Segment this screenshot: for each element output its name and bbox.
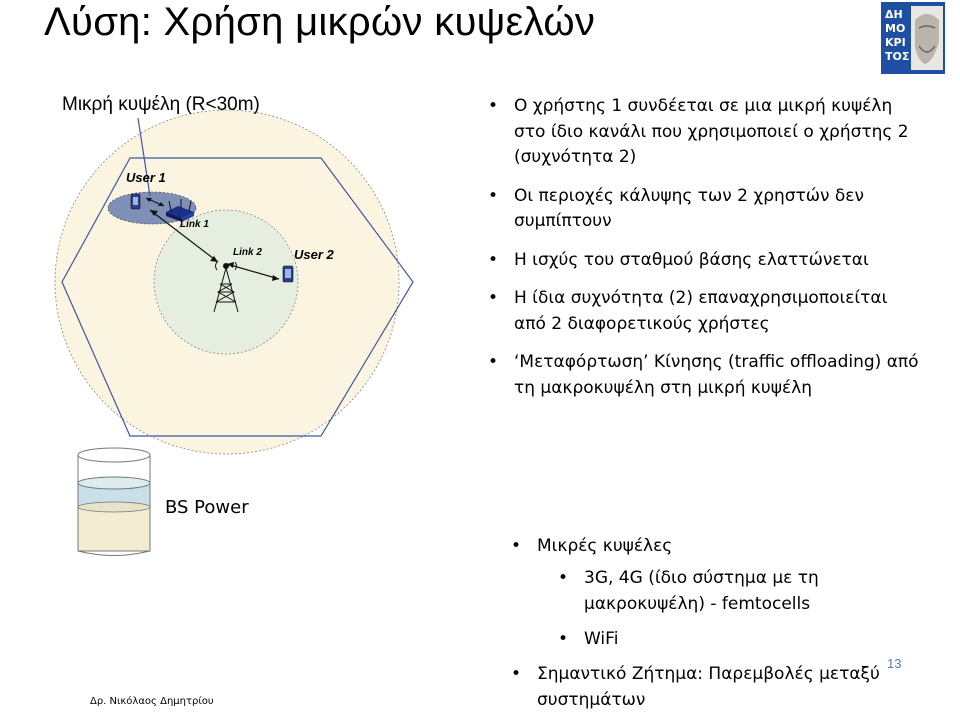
user1-phone-icon: [130, 193, 141, 210]
author-footer: Δρ. Νικόλαος Δημητρίου: [90, 696, 214, 707]
university-logo-icon: ΔΗ ΜΟ ΚΡΙ ΤΟΣ: [881, 2, 945, 74]
macro-cell-hexagon: [61, 157, 414, 437]
user2-phone-icon: [282, 265, 294, 283]
small-cell-diagram: [54, 109, 414, 556]
svg-text:ΤΟΣ: ΤΟΣ: [885, 50, 909, 63]
page-number: 13: [887, 656, 902, 671]
sub-bullet-item: •WiFi: [558, 627, 924, 653]
bullet-dot-icon: •: [488, 96, 499, 116]
femtocell-router-icon: [166, 199, 194, 222]
link2-arrow: [226, 263, 280, 280]
bullet-item: •‘Μεταφόρτωση’ Κίνησης (traffic offloadi…: [488, 352, 919, 398]
small-cell-types-list: •3G, 4G (ίδιο σύστημα με τη μακροκυψέλη)…: [558, 566, 924, 663]
sub-bullet-item: •3G, 4G (ίδιο σύστημα με τη μακροκυψέλη)…: [558, 568, 819, 614]
bullet-item: •Οι περιοχές κάλυψης των 2 χρηστών δεν σ…: [488, 185, 864, 232]
svg-text:ΚΡΙ: ΚΡΙ: [885, 36, 906, 49]
small-cell-caption: Μικρή κυψέλη (R<30m): [62, 94, 260, 115]
base-station-tower-icon: [213, 261, 239, 313]
bullet-dot-icon: •: [511, 664, 522, 684]
caption-pointer-line: [137, 117, 151, 197]
main-bullet-list: •Ο χρήστης 1 συνδέεται σε μια μικρή κυψέ…: [488, 94, 924, 414]
user2-label: User 2: [294, 247, 334, 262]
bullet-dot-icon: •: [488, 288, 499, 308]
bullet-item: •Η ίδια συχνότητα (2) επαναχρησιμοποιείτ…: [488, 288, 888, 334]
bullet-item: •Η ισχύς του σταθμού βάσης ελαττώνεται: [488, 248, 924, 274]
issue-list: •Σημαντικό Ζήτημα: Παρεμβολές μεταξύ συσ…: [511, 662, 937, 713]
slide-title: Λύση: Χρήση μικρών κυψελών: [44, 0, 596, 44]
svg-text:ΜΟ: ΜΟ: [885, 22, 905, 35]
bullet-dot-icon: •: [558, 568, 569, 588]
link1-label: Link 1: [180, 219, 209, 230]
bullet-item: •Ο χρήστης 1 συνδέεται σε μια μικρή κυψέ…: [488, 96, 909, 167]
bullet-item: •Σημαντικό Ζήτημα: Παρεμβολές μεταξύ συσ…: [511, 664, 880, 710]
bs-power-battery-icon: [77, 447, 151, 556]
base-station-coverage: [153, 209, 299, 355]
bullet-dot-icon: •: [488, 352, 499, 372]
svg-text:ΔΗ: ΔΗ: [885, 8, 903, 21]
bullet-dot-icon: •: [488, 185, 499, 206]
link1-arrow: [149, 209, 219, 263]
bullet-dot-icon: •: [488, 249, 499, 270]
bs-power-label: BS Power: [165, 497, 249, 518]
small-cells-list: •Μικρές κυψέλες: [511, 534, 937, 560]
link2-label: Link 2: [233, 247, 262, 258]
bullet-dot-icon: •: [511, 536, 522, 556]
bullet-dot-icon: •: [558, 629, 569, 649]
bullet-item: •Μικρές κυψέλες: [511, 534, 937, 560]
user1-label: User 1: [126, 170, 166, 185]
